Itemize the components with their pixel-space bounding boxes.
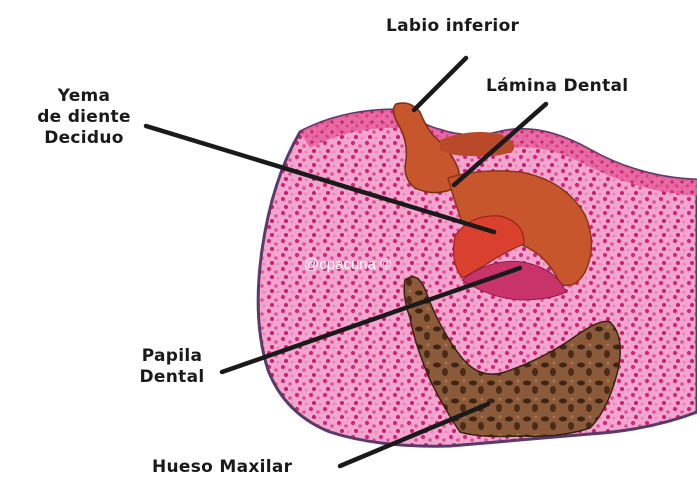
label-lamina-dental: Lámina Dental bbox=[486, 76, 628, 97]
label-yema-line3: Deciduo bbox=[22, 128, 146, 149]
label-hueso-maxilar: Hueso Maxilar bbox=[152, 457, 292, 478]
watermark-text: @cpacuna © bbox=[304, 256, 391, 273]
leader-labio-inferior bbox=[414, 58, 466, 110]
label-labio-inferior: Labio inferior bbox=[386, 16, 519, 37]
label-yema-line1: Yema bbox=[22, 86, 146, 107]
label-yema-line2: de diente bbox=[22, 107, 146, 128]
label-papila-dental: Papila Dental bbox=[122, 346, 222, 388]
label-papila-line1: Papila bbox=[122, 346, 222, 367]
label-yema-de-diente-deciduo: Yema de diente Deciduo bbox=[22, 86, 146, 149]
label-papila-line2: Dental bbox=[122, 367, 222, 388]
